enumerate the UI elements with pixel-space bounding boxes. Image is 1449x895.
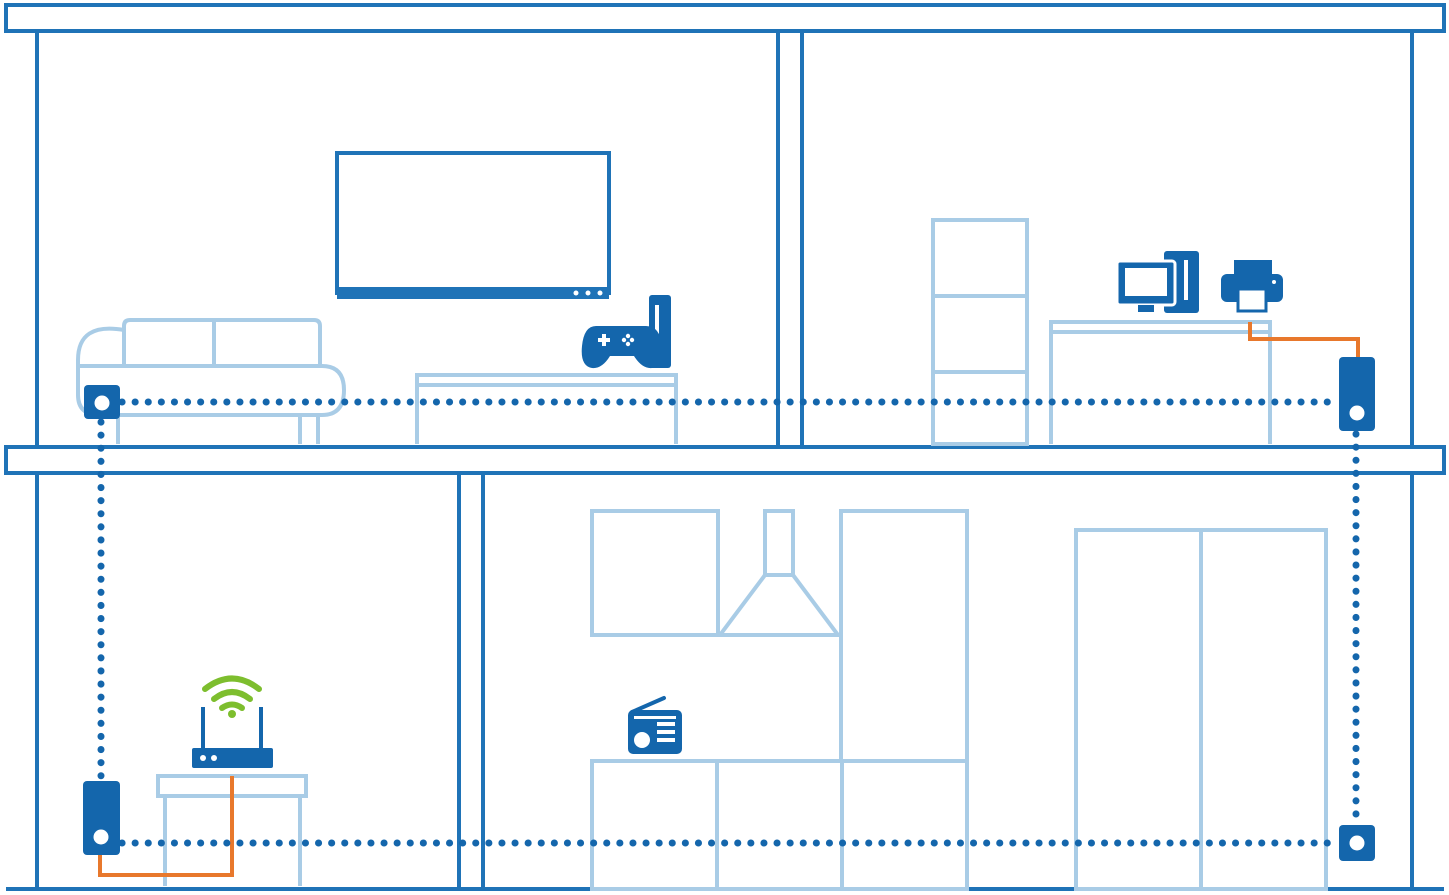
floor-slab bbox=[4, 445, 1446, 475]
pc-tower-stripe bbox=[1184, 260, 1188, 300]
office bbox=[931, 218, 1283, 446]
roof-beam bbox=[4, 3, 1446, 33]
lower-partition-wall bbox=[457, 471, 485, 891]
wardrobe bbox=[1074, 528, 1328, 891]
tall-cabinet bbox=[839, 509, 969, 763]
powerline-adapter-living-room bbox=[84, 385, 120, 419]
wifi-router bbox=[192, 675, 273, 768]
wifi-icon bbox=[202, 675, 262, 711]
base-cabinets bbox=[590, 759, 969, 891]
ethernet-cable-router bbox=[98, 776, 234, 877]
upper-partition-wall bbox=[776, 29, 804, 449]
kitchen bbox=[590, 509, 1328, 891]
sofa-seat bbox=[78, 364, 347, 417]
powerline-adapter-utility-room bbox=[83, 781, 120, 855]
wifi-dot bbox=[228, 710, 236, 718]
desk-top bbox=[1049, 320, 1272, 334]
tv-screen bbox=[335, 151, 611, 295]
gamepad-icon bbox=[581, 326, 663, 369]
tv-led bbox=[597, 290, 603, 296]
bookshelf bbox=[931, 218, 1029, 446]
sofa-back bbox=[122, 318, 322, 366]
desktop-computer bbox=[1115, 251, 1199, 313]
tv bbox=[335, 151, 611, 299]
desk bbox=[1049, 320, 1272, 444]
ethernet-cable-printer bbox=[1248, 322, 1360, 357]
shelf-frame bbox=[931, 218, 1029, 446]
tv-stand-top bbox=[415, 373, 678, 387]
powerline-adapter-kitchen bbox=[1339, 825, 1375, 861]
monitor-icon bbox=[1115, 259, 1177, 312]
wall-cabinet bbox=[590, 509, 720, 637]
router-icon bbox=[192, 707, 273, 768]
powerline-adapter-office bbox=[1339, 357, 1375, 431]
game-console bbox=[581, 295, 671, 369]
tv-stand bbox=[415, 373, 678, 444]
tv-led bbox=[573, 290, 579, 296]
powerline-links bbox=[97, 398, 1360, 847]
ethernet-cables bbox=[98, 322, 1360, 877]
sofa bbox=[76, 318, 347, 444]
range-hood bbox=[716, 509, 842, 637]
tv-bezel-bottom bbox=[337, 287, 609, 299]
radio-icon bbox=[628, 696, 682, 754]
living-room bbox=[76, 151, 678, 444]
tv-led bbox=[585, 290, 591, 296]
printer-icon bbox=[1221, 260, 1283, 313]
console-slot bbox=[655, 305, 659, 341]
